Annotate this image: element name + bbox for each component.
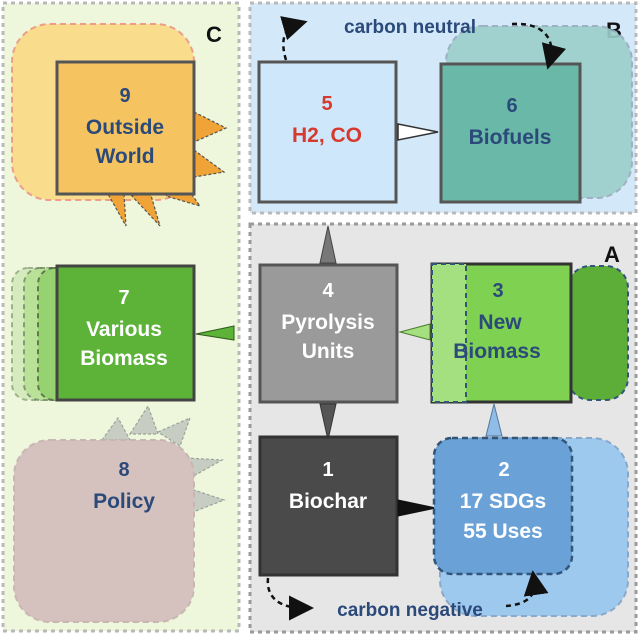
sdgs-number: 2 xyxy=(498,459,509,481)
arrow-pyrolysis-to-region-b xyxy=(319,225,337,264)
pyrolysis-units-number: 4 xyxy=(322,280,334,302)
various-biomass-number: 7 xyxy=(118,287,129,309)
biofuels-number: 6 xyxy=(506,95,517,117)
outside-world-label-2: World xyxy=(95,145,154,168)
biochar-number: 1 xyxy=(322,459,333,481)
new-biomass-label-2: Biomass xyxy=(453,340,541,363)
outside-world-box xyxy=(55,60,196,196)
various-biomass-box xyxy=(55,264,196,402)
sdgs-box xyxy=(432,436,574,576)
node-biofuels: 6 Biofuels xyxy=(439,25,633,204)
policy-spikes xyxy=(100,404,226,515)
arrow-pyrolysis-to-various-biomass xyxy=(195,325,235,341)
node-sdgs: 2 17 SDGs 55 Uses xyxy=(432,436,629,617)
node-pyrolysis-units: 4 Pyrolysis Units xyxy=(258,263,399,404)
various-biomass-label-2: Biomass xyxy=(80,347,168,370)
sdgs-label-1: 17 SDGs xyxy=(460,490,546,513)
region-c-letter: C xyxy=(206,22,222,47)
arrow-sdgs-to-new-biomass xyxy=(485,403,503,437)
pyrolysis-units-label-1: Pyrolysis xyxy=(281,311,374,334)
node-various-biomass: 7 Various Biomass xyxy=(11,264,196,402)
carbon-neutral-arrow-right xyxy=(511,22,566,70)
outside-world-label-1: Outside xyxy=(86,116,164,139)
carbon-neutral-label: carbon neutral xyxy=(344,17,476,38)
carbon-negative-arrow-left xyxy=(266,577,314,621)
node-biochar: 1 Biochar xyxy=(258,435,399,577)
carbon-neutral-arrow-left xyxy=(280,16,308,61)
new-biomass-number: 3 xyxy=(492,280,503,302)
node-new-biomass: 3 New Biomass xyxy=(430,262,629,404)
biochar-label: Biochar xyxy=(289,490,367,513)
carbon-negative-label: carbon negative xyxy=(337,600,483,621)
node-outside-world: 9 Outside World xyxy=(11,23,228,227)
arrow-new-biomass-to-pyrolysis xyxy=(398,323,431,341)
pyrolysis-units-box xyxy=(258,263,399,404)
arrow-biochar-to-sdgs xyxy=(397,499,437,517)
biofuels-box xyxy=(439,62,582,204)
biochar-box xyxy=(258,435,399,577)
various-biomass-label-1: Various xyxy=(86,318,162,341)
region-a-letter: A xyxy=(604,242,620,267)
policy-label: Policy xyxy=(93,490,155,513)
pyrolysis-units-label-2: Units xyxy=(302,340,355,363)
node-h2-co: 5 H2, CO xyxy=(257,60,398,204)
biofuels-label: Biofuels xyxy=(469,126,552,149)
new-biomass-inner-strip xyxy=(431,263,467,403)
node-policy: 8 Policy xyxy=(13,404,226,623)
arrow-pyrolysis-to-biochar xyxy=(319,403,337,441)
arrow-h2co-to-biofuels xyxy=(397,123,439,141)
policy-number: 8 xyxy=(118,459,129,481)
new-biomass-side-blob xyxy=(567,265,629,401)
h2-co-box xyxy=(257,60,398,204)
policy-box xyxy=(13,439,195,623)
sdgs-label-2: 55 Uses xyxy=(463,520,542,543)
new-biomass-label-1: New xyxy=(478,311,522,334)
h2-co-number: 5 xyxy=(321,93,332,115)
outside-world-number: 9 xyxy=(119,85,130,107)
h2-co-label: H2, CO xyxy=(292,124,362,147)
